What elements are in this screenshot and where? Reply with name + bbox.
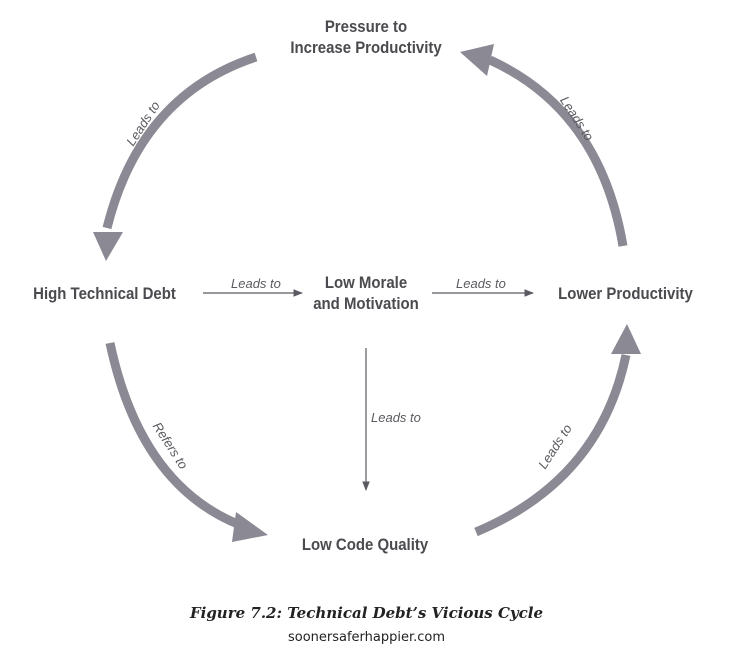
node-high-technical-debt: High Technical Debt	[33, 284, 176, 303]
node-low-morale: Low Morale and Motivation	[299, 272, 433, 314]
arc-productivity-to-pressure	[460, 44, 628, 247]
arc-pressure-to-debt	[93, 52, 258, 261]
node-morale-line1: Low Morale	[324, 273, 408, 292]
node-pressure-line2: Increase Productivity	[290, 38, 442, 57]
node-pressure-line1: Pressure to	[324, 17, 408, 36]
node-lower-productivity: Lower Productivity	[558, 284, 693, 303]
node-morale-line2: and Motivation	[313, 294, 419, 313]
label-debt-to-morale: Leads to	[231, 276, 281, 291]
node-pressure: Pressure to Increase Productivity	[269, 16, 463, 58]
label-morale-to-productivity: Leads to	[456, 276, 506, 291]
arc-quality-to-productivity	[474, 324, 641, 537]
label-morale-to-quality: Leads to	[371, 410, 421, 425]
figure-caption: Figure 7.2: Technical Debt’s Vicious Cyc…	[189, 604, 544, 622]
arc-debt-to-quality	[105, 342, 268, 542]
source-credit: soonersaferhappier.com	[287, 630, 446, 645]
node-low-code-quality: Low Code Quality	[301, 535, 429, 554]
